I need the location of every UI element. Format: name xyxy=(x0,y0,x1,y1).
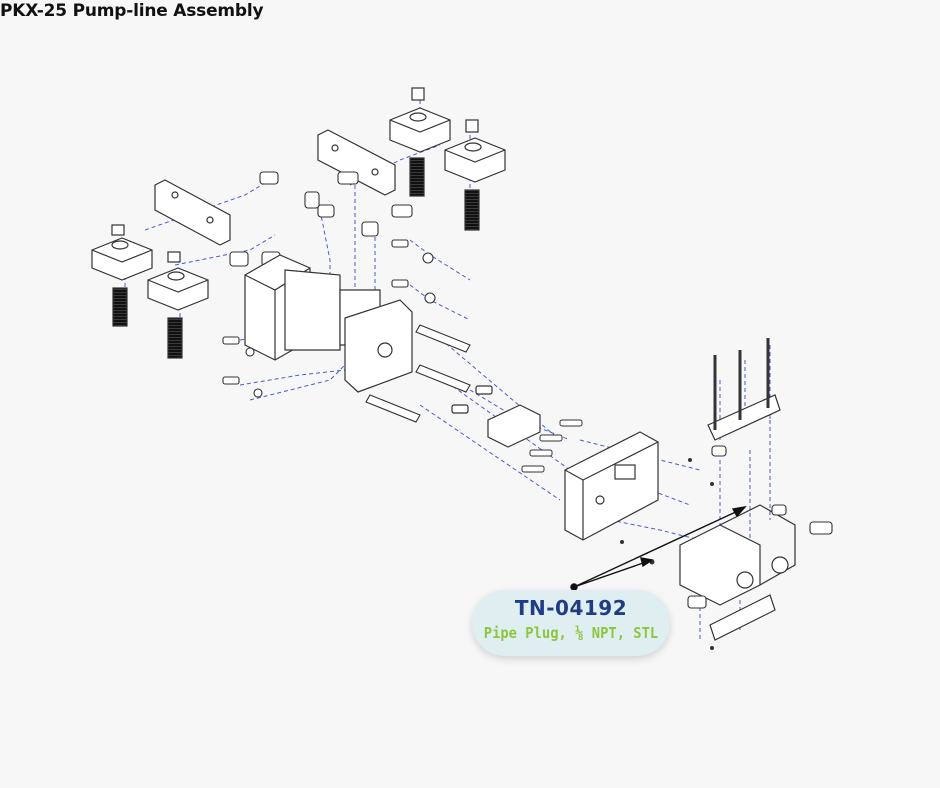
callout-part-number: TN-04192 xyxy=(514,596,628,620)
pump-head-left-1 xyxy=(91,224,153,327)
assembly-dashed-lines xyxy=(124,100,771,640)
callout-leader-arrows xyxy=(570,505,747,591)
part-callout: TN-04192 Pipe Plug, ⅛ NPT, STL xyxy=(472,590,670,656)
pump-head-left-2 xyxy=(147,251,209,359)
tie-rods xyxy=(365,324,471,423)
cylinder-body xyxy=(244,254,413,393)
top-right-bracket xyxy=(707,338,781,441)
left-bracket xyxy=(154,179,231,246)
right-fittings xyxy=(687,445,833,609)
pump-head-right-2 xyxy=(444,119,506,231)
right-pump-blocks xyxy=(679,504,796,606)
elbow-fittings xyxy=(229,171,413,267)
valve-block xyxy=(451,385,541,448)
mounting-plate xyxy=(564,431,659,541)
bolts-left xyxy=(222,239,436,398)
page-title: PKX-25 Pump-line Assembly xyxy=(0,1,264,21)
bolts-center xyxy=(521,419,583,473)
pump-head-right-1 xyxy=(389,87,451,197)
upper-bracket xyxy=(317,129,396,196)
small-plugs xyxy=(620,458,714,650)
callout-part-description: Pipe Plug, ⅛ NPT, STL xyxy=(483,624,659,642)
bottom-right-bracket xyxy=(709,594,776,641)
